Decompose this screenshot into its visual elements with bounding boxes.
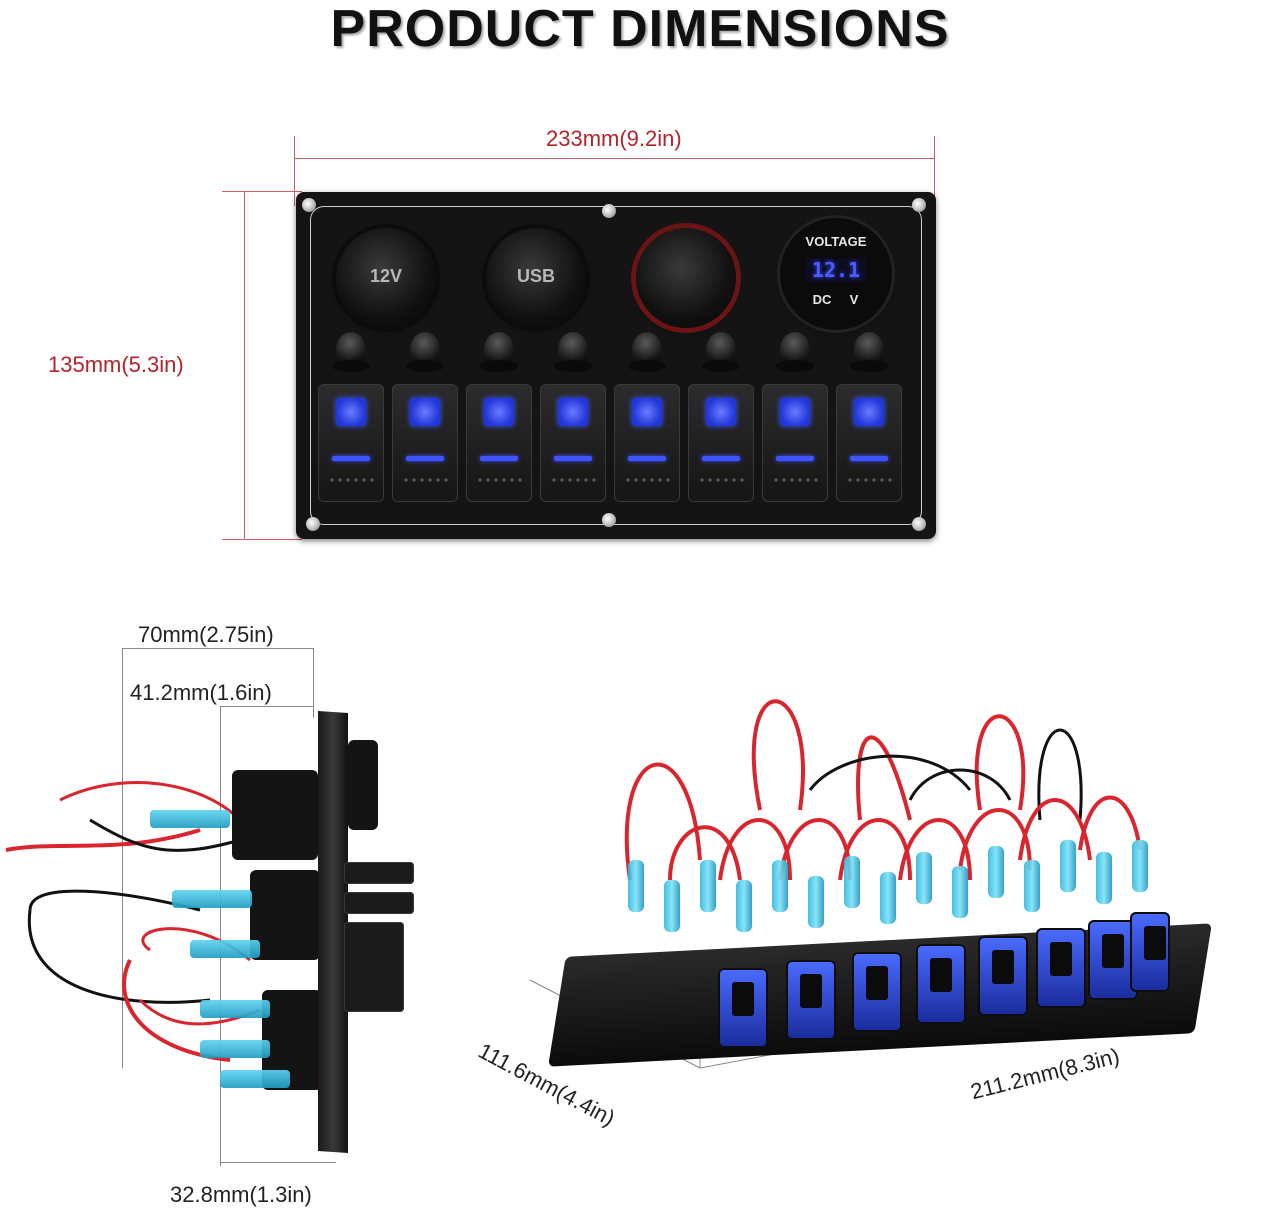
fuse-cap-icon	[332, 332, 370, 372]
side-depth-total-label: 70mm(2.75in)	[138, 622, 274, 647]
switch-panel-front: 12V USB VOLTAGE 12.1 DC V	[296, 192, 936, 539]
screw-icon	[306, 517, 320, 531]
socket-label-usb: USB	[516, 266, 555, 286]
blue-connector	[700, 860, 716, 912]
blue-connector	[220, 1070, 290, 1088]
blue-connector	[772, 860, 788, 912]
side-depth-front-label: 32.8mm(1.3in)	[170, 1182, 312, 1207]
side-depth-mid-ext	[220, 706, 221, 1166]
page-title: PRODUCT DIMENSIONS	[330, 0, 950, 58]
led-icon	[780, 398, 810, 426]
angled-wires	[624, 699, 1142, 881]
rocker-switch-angled	[786, 960, 836, 1040]
blue-connector	[988, 846, 1004, 898]
rocker-switch-angled	[718, 968, 768, 1048]
screw-icon	[602, 204, 616, 218]
cigarette-socket-12v: 12V	[336, 228, 436, 328]
blue-connector	[880, 872, 896, 924]
fuse-cap-icon	[628, 332, 666, 372]
led-icon	[706, 398, 736, 426]
rocker-switch	[762, 384, 828, 502]
rocker-switch-angled	[1088, 920, 1138, 1000]
voltmeter-dc-label: DC	[812, 292, 832, 307]
side-depth-total-line	[122, 648, 314, 649]
rocker-switch	[392, 384, 458, 502]
rocker-switch	[318, 384, 384, 502]
fuse-cap-icon	[406, 332, 444, 372]
rocker-switch-angled	[978, 936, 1028, 1016]
blue-connector	[628, 860, 644, 912]
voltmeter-unit-label: V	[849, 292, 859, 307]
blue-connector	[844, 856, 860, 908]
led-icon	[854, 398, 884, 426]
blue-connector	[150, 810, 230, 828]
blue-connector	[1132, 840, 1148, 892]
height-dimension-line	[244, 191, 245, 540]
rocker-switch-angled	[852, 952, 902, 1032]
blue-connector	[200, 1040, 270, 1058]
fuse-cap-icon	[850, 332, 888, 372]
width-extension-right	[934, 136, 935, 206]
screw-icon	[302, 198, 316, 212]
led-icon	[336, 398, 366, 426]
led-icon	[632, 398, 662, 426]
blue-connector	[916, 852, 932, 904]
side-depth-front-line	[220, 1162, 336, 1163]
blue-connector	[1060, 840, 1076, 892]
rocker-switch-side	[344, 862, 414, 884]
blue-connector	[952, 866, 968, 918]
fuse-cap-icon	[702, 332, 740, 372]
rocker-switch-angled	[916, 944, 966, 1024]
rocker-switch	[836, 384, 902, 502]
side-depth-total-ext-right	[313, 648, 314, 718]
socket-cap-side	[348, 740, 378, 830]
socket-label-12v: 12V	[369, 266, 403, 286]
voltmeter-reading: 12.1	[806, 258, 866, 282]
rocker-switch	[466, 384, 532, 502]
side-depth-mid-label: 41.2mm(1.6in)	[130, 680, 272, 705]
height-extension-top	[222, 191, 302, 192]
voltmeter-display: VOLTAGE 12.1 DC V	[780, 218, 892, 330]
power-outlet-socket	[636, 228, 736, 328]
usb-socket: USB	[486, 228, 586, 328]
screw-icon	[912, 198, 926, 212]
fuse-cap-icon	[776, 332, 814, 372]
rocker-switch	[540, 384, 606, 502]
side-depth-total-ext-left	[122, 648, 123, 1068]
panel-border	[310, 206, 922, 525]
width-dimension-line	[294, 158, 935, 159]
blue-connector	[1024, 860, 1040, 912]
blue-connector	[664, 880, 680, 932]
blue-connector	[808, 876, 824, 928]
blue-connector	[1096, 852, 1112, 904]
rocker-switch-side	[344, 892, 414, 914]
switch-body-side	[250, 870, 320, 960]
led-icon	[484, 398, 514, 426]
fuse-cap-icon	[554, 332, 592, 372]
blue-connector	[172, 890, 252, 908]
blue-connector	[200, 1000, 270, 1018]
screw-icon	[912, 517, 926, 531]
width-label: 233mm(9.2in)	[546, 126, 682, 151]
rocker-switch	[614, 384, 680, 502]
rocker-switch	[688, 384, 754, 502]
blue-connector	[736, 880, 752, 932]
height-extension-bottom	[222, 539, 302, 540]
fuse-cap-icon	[480, 332, 518, 372]
side-depth-mid-line	[220, 706, 314, 707]
screw-icon	[602, 513, 616, 527]
height-label: 135mm(5.3in)	[48, 352, 184, 377]
led-icon	[410, 398, 440, 426]
blue-connector	[190, 940, 260, 958]
rocker-switch-side	[344, 922, 404, 1012]
socket-body-side	[232, 770, 318, 860]
led-icon	[558, 398, 588, 426]
width-extension-left	[294, 136, 295, 206]
rocker-switch-angled	[1036, 928, 1086, 1008]
rocker-switch-angled	[1130, 912, 1170, 992]
voltmeter-title: VOLTAGE	[805, 234, 867, 249]
